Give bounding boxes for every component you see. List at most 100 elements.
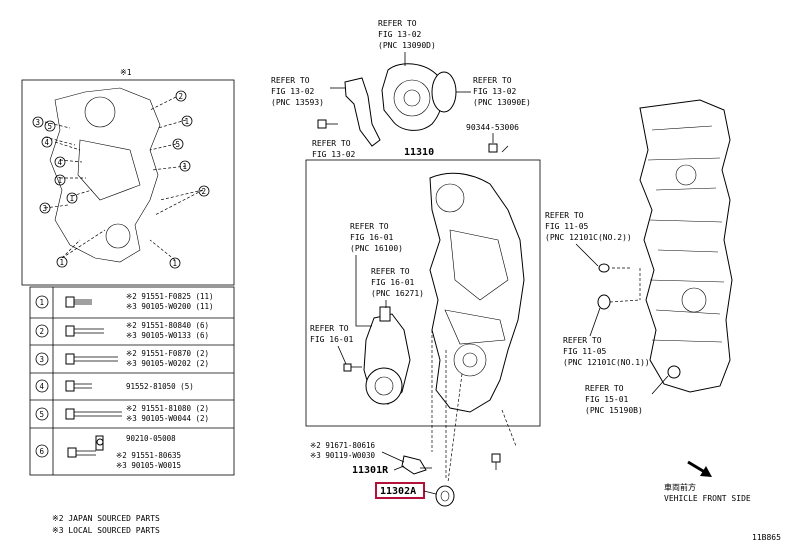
inset-callout: 3 — [43, 204, 48, 213]
ref-fig1302-bolt: REFER TO FIG 13-02 — [312, 139, 356, 159]
ref-fig1105-a: REFER TO FIG 11-05 (PNC 12101C(NO.2)) — [545, 211, 632, 267]
inset-upper-opening — [84, 96, 116, 128]
legend-row-num: 3 — [40, 355, 45, 364]
part-11302a-highlight[interactable] — [375, 482, 425, 499]
inset-callout: 3 — [36, 118, 41, 127]
ref-line: (PNC 12101C(NO.1)) — [563, 358, 650, 367]
ref-fig1302-left: REFER TO FIG 13-02 (PNC 13593) — [271, 76, 346, 107]
part-90344: 90344-53006 — [466, 123, 519, 132]
engine-block — [639, 99, 733, 393]
part-11310: 11310 — [404, 147, 434, 158]
ref-fig1501: REFER TO FIG 15-01 (PNC 15190B) — [585, 375, 669, 415]
direction-jp: 車両前方 — [664, 482, 696, 492]
ref-fig1601-a: REFER TO FIG 16-01 (PNC 16100) — [350, 222, 403, 327]
legend-line: ※3 90105-W0202 (2) — [126, 359, 209, 368]
inset-lower-opening — [105, 223, 131, 249]
bolt-icon — [491, 453, 501, 470]
ref-fig1601-c: REFER TO FIG 16-01 — [310, 324, 354, 365]
inset-callout: 4 — [45, 138, 50, 147]
ref-line: FIG 13-02 — [378, 30, 422, 39]
inset-panel: ※1 3 5 4 4 1 1 3 2 1 5 1 2 1 1 — [21, 68, 235, 286]
ref-line: FIG 13-02 — [312, 150, 356, 159]
ref-line: REFER TO — [378, 19, 417, 28]
legend-row-num: 2 — [40, 327, 45, 336]
part-11302a[interactable]: 11302A — [380, 486, 416, 497]
legend-line: ※2 91551-80840 (6) — [126, 321, 209, 330]
inset-callout: 2 — [202, 187, 207, 196]
legend-line: ※2 91551-81080 (2) — [126, 404, 209, 413]
legend-line: 90210-05008 — [126, 434, 176, 443]
inset-leader-lines — [44, 96, 204, 261]
legend-row-num: 6 — [40, 447, 45, 456]
bolt-icon — [343, 363, 362, 372]
o-ring-gasket — [431, 71, 457, 113]
ref-line: REFER TO — [563, 336, 602, 345]
inset-callout: 5 — [176, 140, 181, 149]
footnote-japan: ※2 JAPAN SOURCED PARTS — [52, 514, 160, 523]
ref-fig1302-top: REFER TO FIG 13-02 (PNC 13090D) — [378, 19, 436, 66]
stud-bolt-icon — [67, 435, 104, 458]
ref-line: (PNC 15190B) — [585, 406, 643, 415]
part-91671: ※2 91671-80616 — [310, 441, 375, 450]
ref-line: (PNC 16271) — [371, 289, 424, 298]
inset-callouts: 3 5 4 4 1 1 3 2 1 5 1 2 1 1 — [32, 90, 210, 269]
inset-callout: 1 — [58, 176, 63, 185]
direction-en: VEHICLE FRONT SIDE — [664, 494, 751, 503]
ref-fig1105-b: REFER TO FIG 11-05 (PNC 12101C(NO.1)) — [563, 307, 650, 367]
inset-callout: 2 — [179, 92, 184, 101]
legend-line: 91552-81050 (5) — [126, 382, 194, 391]
ref-line: REFER TO — [271, 76, 310, 85]
ref-line: REFER TO — [545, 211, 584, 220]
inset-cover-outline — [49, 87, 161, 263]
ref-line: REFER TO — [371, 267, 410, 276]
inset-callout: 4 — [58, 158, 63, 167]
gasket-no1 — [597, 294, 611, 310]
gasket-no2 — [598, 263, 610, 273]
ref-line: FIG 16-01 — [310, 335, 354, 344]
ref-line: REFER TO — [350, 222, 389, 231]
inset-title: ※1 — [120, 68, 132, 77]
inset-callout: 1 — [60, 258, 65, 267]
ref-line: FIG 16-01 — [371, 278, 415, 287]
inset-callout: 1 — [173, 259, 178, 268]
ref-line: FIG 11-05 — [545, 222, 589, 231]
oil-seal — [435, 485, 455, 507]
legend-line: ※3 90105-W0044 (2) — [126, 414, 209, 423]
ref-line: FIG 16-01 — [350, 233, 394, 242]
inset-inner-rib — [77, 139, 141, 201]
figure-code: 11B865 — [752, 533, 781, 542]
ref-line: REFER TO — [312, 139, 351, 148]
ref-line: FIG 13-02 — [271, 87, 315, 96]
legend-line: ※3 90105-W0015 — [116, 461, 181, 470]
timing-chain-cover — [429, 172, 525, 413]
inset-callout: 1 — [70, 194, 75, 203]
inset-callout: 1 — [183, 162, 188, 171]
vehicle-front-arrow-icon — [687, 460, 712, 477]
ref-line: REFER TO — [310, 324, 349, 333]
legend-row-num: 5 — [40, 410, 45, 419]
legend-line: ※3 90105-W0200 (11) — [126, 302, 214, 311]
legend-line: ※2 91551-F0870 (2) — [126, 349, 209, 358]
ref-fig1601-b: REFER TO FIG 16-01 (PNC 16271) — [371, 267, 424, 308]
bolt-icon — [65, 408, 122, 420]
ref-line: FIG 13-02 — [473, 87, 517, 96]
inset-callout: 1 — [185, 117, 190, 126]
bolt-legend-table: 1 2 3 4 5 6 ※2 91551-F0825 (11) ※3 90105… — [29, 286, 235, 476]
ref-line: REFER TO — [473, 76, 512, 85]
bolt-icon — [65, 380, 92, 392]
bracket — [344, 77, 381, 147]
footnote-local: ※3 LOCAL SOURCED PARTS — [52, 526, 160, 535]
legend-line: ※2 91551-80635 — [116, 451, 181, 460]
vacuum-pump-group — [317, 63, 498, 153]
ref-line: (PNC 16100) — [350, 244, 403, 253]
engine-install-guides — [609, 267, 641, 303]
timing-cover-frame — [305, 159, 541, 427]
bolt-icon — [65, 325, 104, 337]
ref-line: (PNC 12101C(NO.2)) — [545, 233, 632, 242]
ref-line: (PNC 13090D) — [378, 41, 436, 50]
ref-line: (PNC 13593) — [271, 98, 324, 107]
water-pump — [363, 306, 411, 405]
part-90119: ※3 90119-W0030 — [310, 451, 375, 460]
ref-line: FIG 11-05 — [563, 347, 607, 356]
bolt-icon — [65, 296, 92, 308]
